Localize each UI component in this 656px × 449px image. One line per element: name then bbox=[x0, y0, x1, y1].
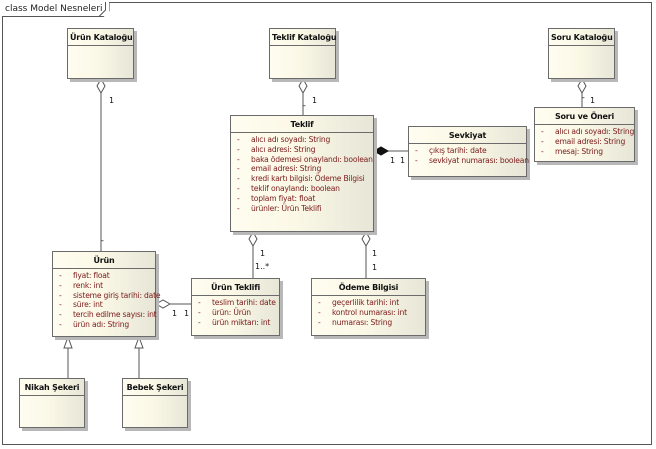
attribute-row: -toplam fiyat: float bbox=[237, 193, 316, 203]
class-attributes: -geçerlilik tarihi: int -kontrol numaras… bbox=[312, 295, 425, 329]
class-nikah-sekeri[interactable]: Nikah Şekeri bbox=[19, 378, 85, 428]
multiplicity-label: 1 bbox=[312, 96, 318, 105]
multiplicity-label: 1 bbox=[372, 249, 378, 258]
attribute-row: -ürün adı: String bbox=[59, 319, 129, 329]
class-name: Ürün Teklifi bbox=[210, 283, 261, 292]
class-attributes bbox=[68, 45, 133, 99]
attribute-row: -alıcı adı soyadı: String bbox=[237, 135, 331, 144]
multiplicity-label: 1 bbox=[372, 263, 378, 272]
class-name: Ürün bbox=[93, 256, 115, 265]
class-attributes: -çıkış tarihi: date -sevkiyat numarası: … bbox=[409, 143, 529, 168]
multiplicity-label: - bbox=[582, 93, 585, 102]
class-attributes: -alıcı adı soyadı: String -email adresi:… bbox=[535, 124, 634, 158]
attribute-row: -alıcı adresi: String bbox=[237, 144, 316, 154]
class-teklif[interactable]: Teklif -alıcı adı soyadı: String -alıcı … bbox=[230, 115, 374, 232]
aggregation-diamond bbox=[96, 77, 106, 95]
class-name: Sevkiyat bbox=[448, 131, 487, 140]
class-attributes: -alıcı adı soyadı: String -alıcı adresi:… bbox=[231, 132, 373, 215]
attribute-row: -alıcı adı soyadı: String bbox=[541, 127, 635, 136]
multiplicity-label: 1 bbox=[400, 156, 406, 165]
attribute-row: -teklif onaylandı: boolean bbox=[237, 183, 340, 193]
multiplicity-label: - bbox=[101, 236, 104, 245]
attribute-row: -renk: int bbox=[59, 280, 103, 290]
multiplicity-label: 1..* bbox=[255, 262, 270, 271]
attribute-row: -sevkiyat numarası: boolean bbox=[415, 155, 529, 165]
aggregation-diamond bbox=[577, 77, 587, 95]
multiplicity-label: 1 bbox=[260, 249, 266, 258]
class-attributes bbox=[270, 45, 335, 99]
class-teklif-katalogu[interactable]: Teklif Kataloğu bbox=[269, 28, 337, 79]
aggregation-diamond bbox=[154, 299, 172, 309]
diagram-frame bbox=[2, 2, 652, 445]
multiplicity-label: 1 bbox=[390, 156, 396, 165]
multiplicity-label: 1 bbox=[172, 309, 178, 318]
multiplicity-label: 1 bbox=[184, 309, 190, 318]
attribute-row: -çıkış tarihi: date bbox=[415, 146, 487, 155]
attribute-row: -baka ödemesi onaylandı: boolean bbox=[237, 154, 373, 164]
attribute-row: -kontrol numarası: int bbox=[318, 307, 407, 317]
class-attributes bbox=[549, 45, 614, 99]
attribute-row: -email adresi: String bbox=[237, 164, 322, 174]
attribute-row: -tercih edilme sayısı: int bbox=[59, 310, 157, 320]
class-urun-teklifi[interactable]: Ürün Teklifi -teslim tarihi: date -ürün:… bbox=[191, 278, 280, 336]
class-soru-ve-oneri[interactable]: Soru ve Öneri -alıcı adı soyadı: String … bbox=[534, 107, 635, 162]
class-attributes: -fiyat: float -renk: int -sisteme giriş … bbox=[53, 268, 161, 332]
attribute-row: -kredi kartı bilgisi: Ödeme Bilgisi bbox=[237, 174, 365, 184]
class-name: Teklif Kataloğu bbox=[272, 33, 337, 42]
attribute-row: -email adresi: String bbox=[541, 136, 626, 146]
class-soru-katalogu[interactable]: Soru Kataloğu bbox=[548, 28, 615, 79]
class-attributes: -teslim tarihi: date -ürün: Ürün -ürün m… bbox=[192, 295, 279, 329]
attribute-row: -ürün miktarı: int bbox=[198, 317, 271, 327]
generalization-arrow bbox=[63, 335, 73, 349]
multiplicity-label: - bbox=[303, 101, 306, 110]
aggregation-diamond bbox=[298, 77, 308, 95]
class-name: Soru Kataloğu bbox=[551, 33, 613, 42]
class-name: Nikah Şekeri bbox=[24, 383, 80, 392]
class-sevkiyat[interactable]: Sevkiyat -çıkış tarihi: date -sevkiyat n… bbox=[408, 126, 529, 177]
aggregation-diamond bbox=[248, 230, 258, 248]
attribute-row: -mesaj: String bbox=[541, 146, 603, 156]
composition-diamond bbox=[372, 146, 390, 156]
attribute-row: -teslim tarihi: date bbox=[198, 298, 276, 307]
class-name: Ödeme Bilgisi bbox=[338, 283, 399, 292]
attribute-row: -süre: int bbox=[59, 300, 103, 310]
class-name: Bebek Şekeri bbox=[126, 383, 184, 392]
class-urun[interactable]: Ürün -fiyat: float -renk: int -sisteme g… bbox=[52, 251, 161, 337]
attribute-row: -fiyat: float bbox=[59, 271, 110, 280]
multiplicity-label: 1 bbox=[109, 96, 115, 105]
class-name: Ürün Kataloğu bbox=[70, 33, 133, 42]
class-name: Teklif bbox=[290, 120, 314, 129]
generalization-arrow bbox=[134, 335, 144, 349]
class-name: Soru ve Öneri bbox=[554, 112, 615, 121]
aggregation-diamond bbox=[361, 230, 371, 248]
class-bebek-sekeri[interactable]: Bebek Şekeri bbox=[122, 378, 188, 428]
class-attributes bbox=[20, 395, 84, 448]
attribute-row: -ürün: Ürün bbox=[198, 307, 251, 317]
attribute-row: -geçerlilik tarihi: int bbox=[318, 298, 399, 307]
class-urun-katalogu[interactable]: Ürün Kataloğu bbox=[67, 28, 134, 79]
multiplicity-label: 1 bbox=[590, 96, 596, 105]
attribute-row: -ürünler: Ürün Teklifi bbox=[237, 203, 322, 213]
class-attributes bbox=[123, 395, 187, 448]
class-odeme-bilgisi[interactable]: Ödeme Bilgisi -geçerlilik tarihi: int -k… bbox=[311, 278, 426, 336]
attribute-row: -sisteme giriş tarihi: date bbox=[59, 290, 161, 300]
attribute-row: -numarası: String bbox=[318, 317, 392, 327]
